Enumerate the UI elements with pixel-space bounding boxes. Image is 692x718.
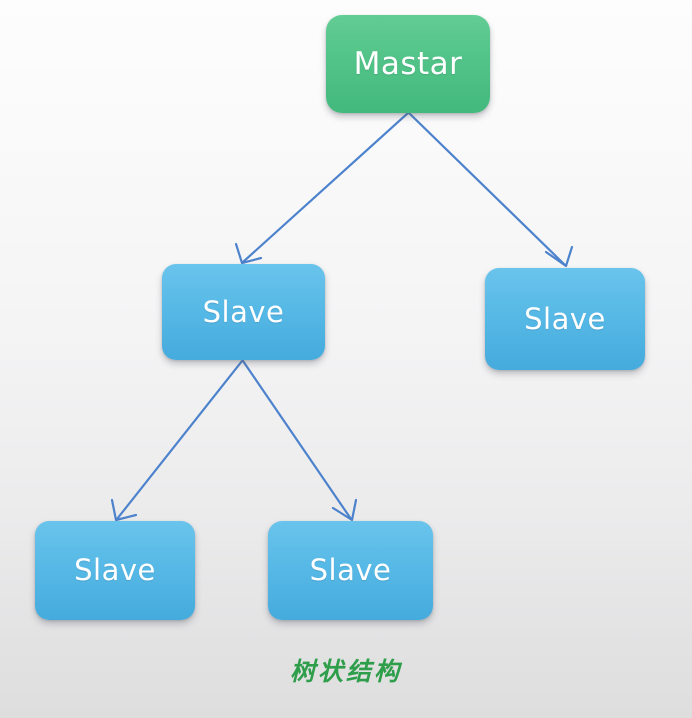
node-slave-level1-right[interactable]: Slave [485,268,645,370]
edge-master-to-slave-l1-a [234,111,410,265]
edge-slave-l1-a-to-slave-l2-b [241,359,358,522]
node-slave-level2-right-label: Slave [309,553,392,587]
edge-slave-l1-a-to-slave-l2-a [110,359,244,522]
node-slave-level1-right-label: Slave [524,301,606,336]
node-slave-level1-left[interactable]: Slave [162,264,325,360]
node-slave-level2-left[interactable]: Slave [35,521,195,620]
node-slave-level1-left-label: Slave [202,294,285,329]
edge-master-to-slave-l1-b [407,111,574,268]
diagram-caption: 树状结构 [289,657,402,686]
node-slave-level2-left-label: Slave [74,553,156,587]
node-master[interactable]: Mastar [326,15,490,113]
node-slave-level2-right[interactable]: Slave [268,521,433,620]
node-master-label: Mastar [353,45,463,82]
